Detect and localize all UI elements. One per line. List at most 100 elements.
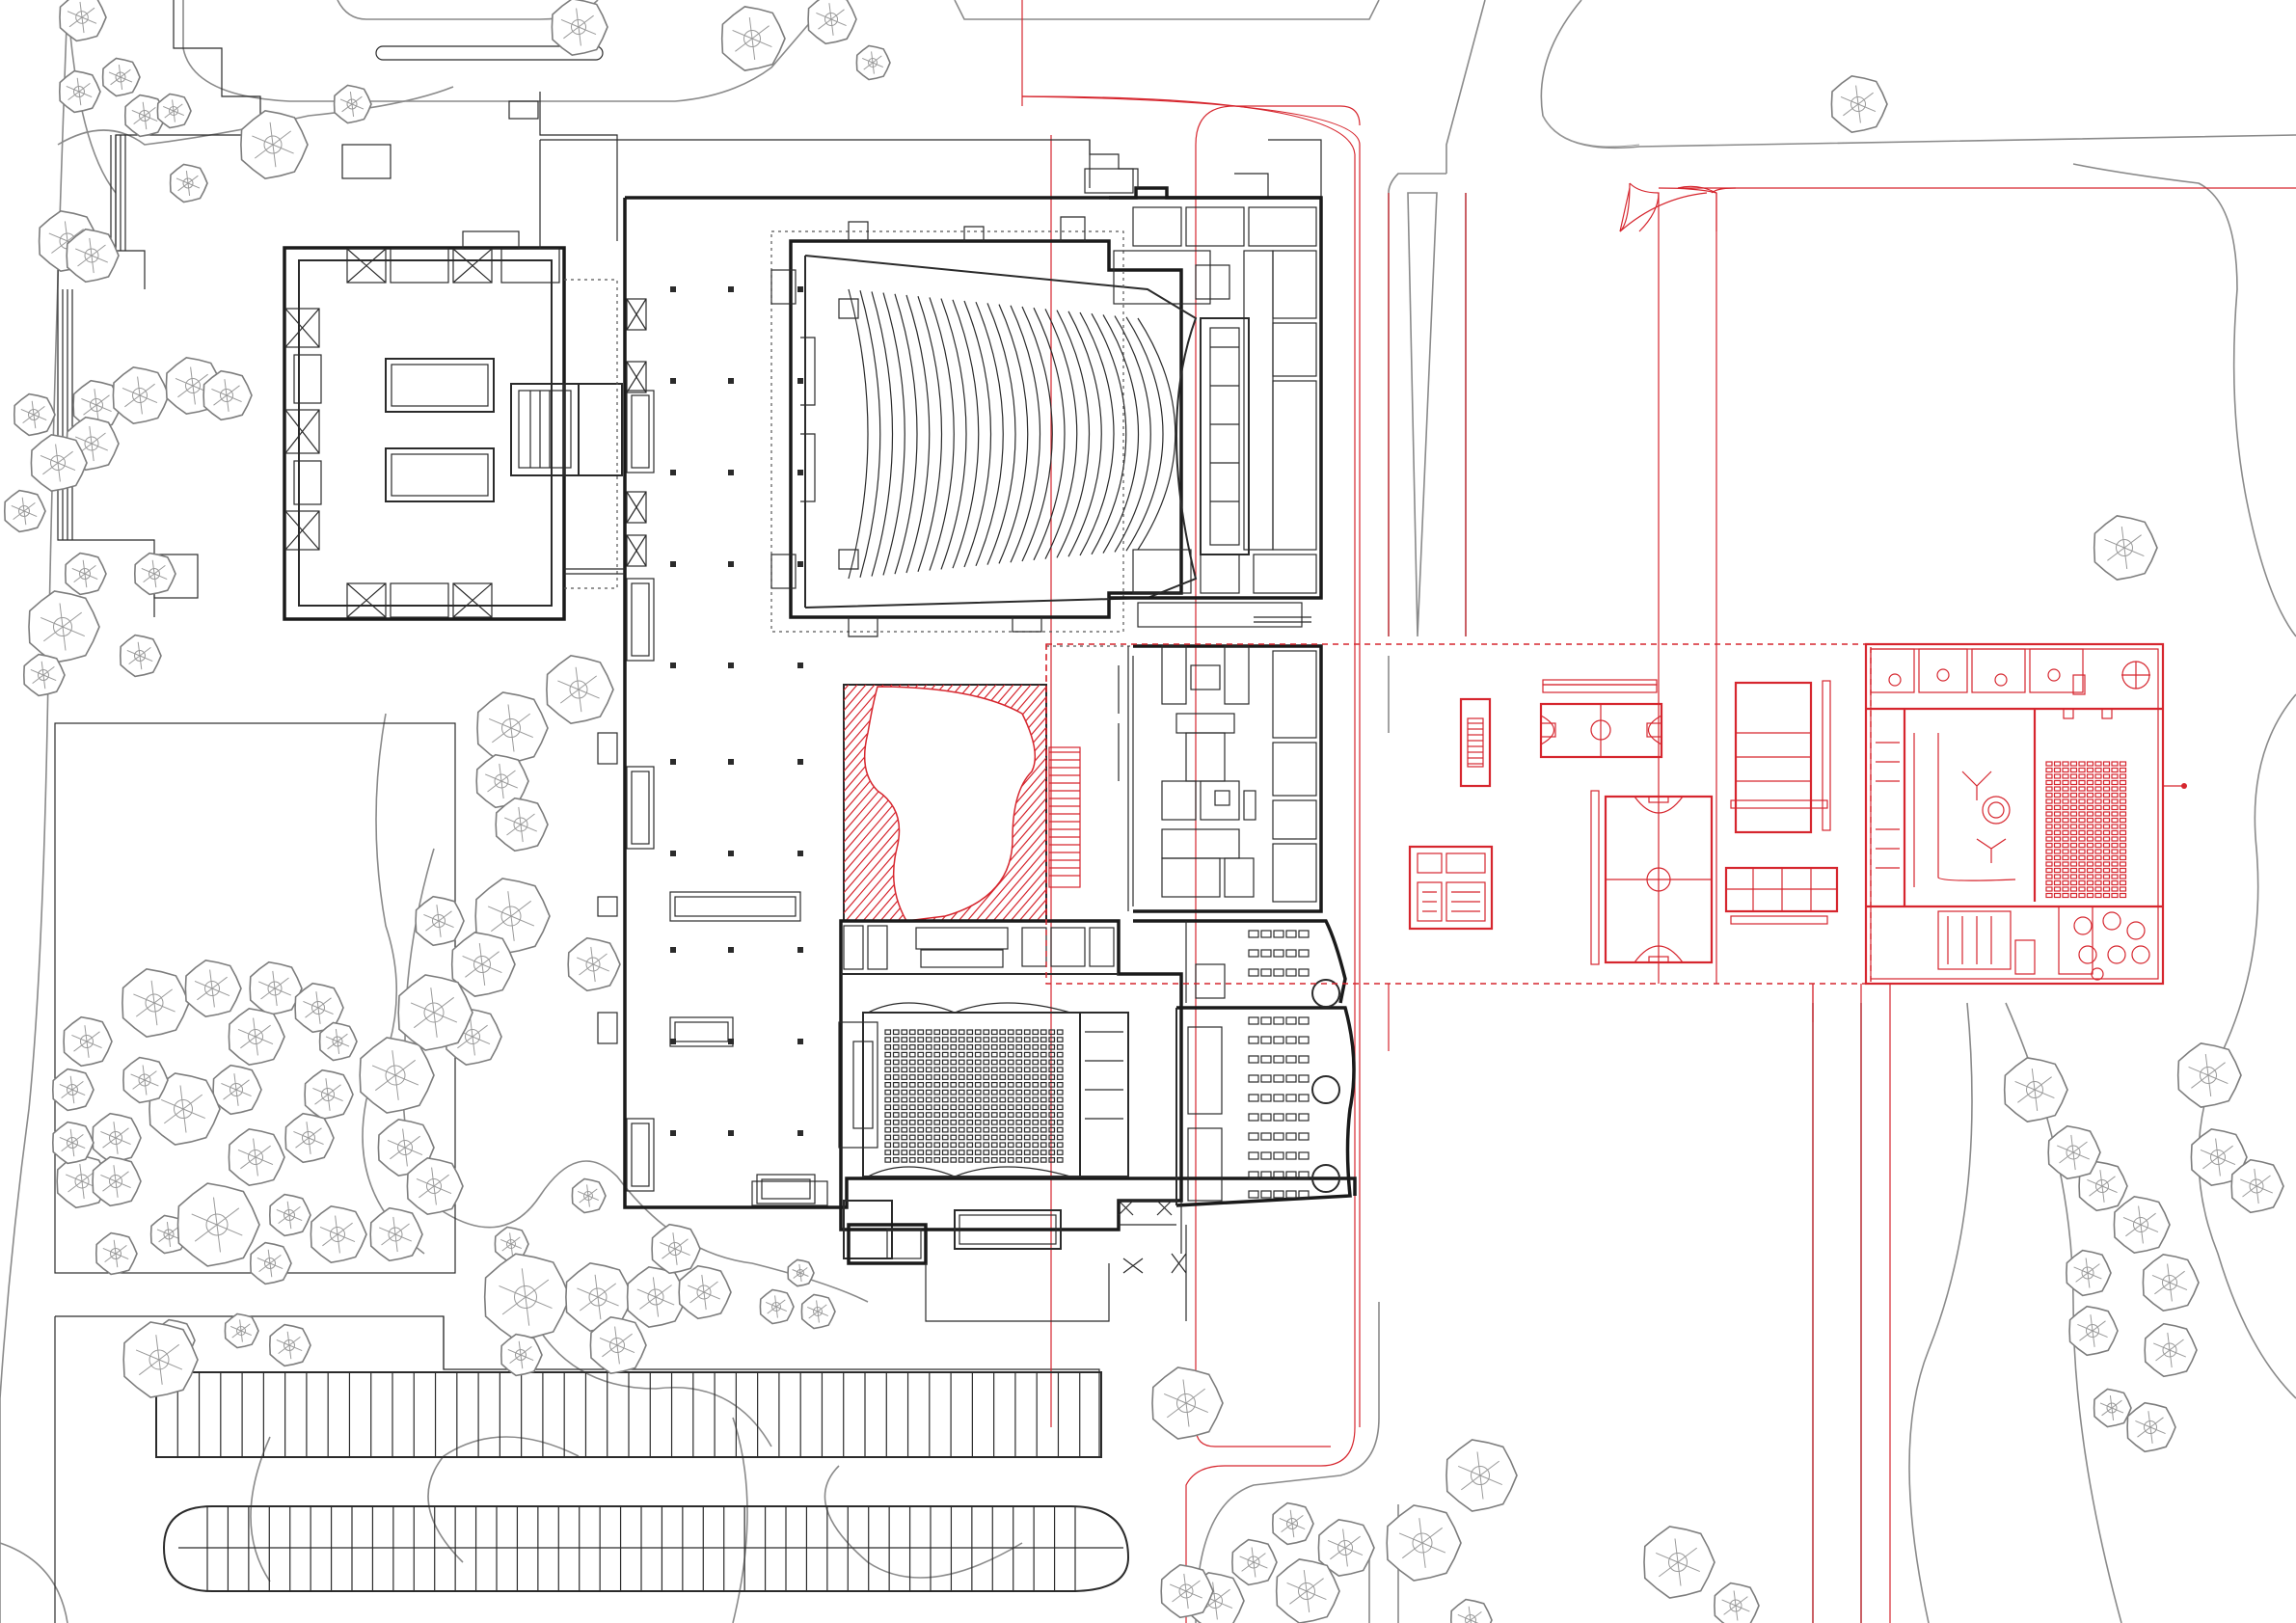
seat	[2094, 773, 2102, 779]
tree-icon	[212, 1064, 262, 1116]
desk	[1273, 949, 1284, 958]
seat	[2053, 836, 2062, 842]
seat	[966, 1037, 974, 1042]
desk	[1248, 968, 1259, 977]
seat	[2045, 867, 2053, 874]
hatch-line	[984, 848, 1046, 921]
seat	[2086, 804, 2094, 811]
seat	[892, 1051, 900, 1058]
seat	[1056, 1126, 1064, 1133]
seat	[1032, 1134, 1040, 1141]
seat	[1023, 1119, 1031, 1125]
seat	[901, 1104, 908, 1111]
tree-icon	[2144, 1322, 2198, 1378]
tree-icon	[224, 1312, 259, 1349]
seat	[2111, 854, 2119, 861]
seat-row	[940, 298, 967, 570]
seat	[901, 1134, 908, 1141]
seat	[908, 1096, 916, 1103]
seat-row	[929, 297, 955, 571]
seat	[1056, 1074, 1064, 1080]
seat	[1023, 1150, 1031, 1155]
seat	[2045, 842, 2053, 849]
desk	[1273, 1132, 1284, 1141]
seat	[941, 1104, 949, 1111]
seat	[990, 1059, 998, 1066]
tree-icon	[2068, 1305, 2119, 1357]
seat	[950, 1119, 958, 1125]
seat	[1040, 1029, 1047, 1036]
seat	[917, 1059, 925, 1066]
seat	[2086, 773, 2094, 779]
seat	[2078, 824, 2086, 829]
column	[797, 1130, 803, 1136]
seat	[2062, 798, 2069, 804]
seat	[1023, 1029, 1031, 1036]
seat	[2119, 824, 2127, 829]
seat	[2086, 854, 2094, 861]
small-theatre-seats	[884, 1029, 1064, 1163]
desk	[1285, 1036, 1297, 1044]
desk	[1248, 1113, 1259, 1122]
seat	[1023, 1126, 1031, 1133]
seat	[1007, 1074, 1014, 1080]
tree-icon	[13, 392, 56, 437]
column	[728, 561, 734, 567]
seat	[958, 1134, 965, 1141]
seat	[1048, 1081, 1056, 1088]
seat	[908, 1104, 916, 1111]
seat	[2069, 892, 2078, 899]
desk	[1273, 968, 1284, 977]
desk	[1285, 1113, 1297, 1122]
column	[797, 851, 803, 856]
seat	[908, 1156, 916, 1163]
seat	[958, 1029, 965, 1036]
seat	[958, 1089, 965, 1096]
seat-row	[859, 290, 881, 578]
tree-icon	[855, 44, 891, 81]
seat	[892, 1096, 900, 1103]
seat	[958, 1126, 965, 1133]
seat	[925, 1156, 932, 1163]
seat	[925, 1081, 932, 1088]
seat	[1048, 1142, 1056, 1149]
column	[670, 759, 676, 765]
tree-icon	[240, 110, 309, 179]
hatch-line	[1089, 685, 1291, 921]
seat	[908, 1037, 916, 1042]
seat	[2069, 792, 2078, 798]
seat	[884, 1029, 892, 1036]
seat	[1048, 1096, 1056, 1103]
seat	[983, 1067, 990, 1073]
seat	[2111, 767, 2119, 773]
seat	[892, 1142, 900, 1149]
parking-north	[155, 1371, 1102, 1458]
seat	[2053, 824, 2062, 829]
desk	[1298, 1113, 1310, 1122]
seat	[983, 1051, 990, 1058]
seat	[901, 1126, 908, 1133]
seat	[2119, 867, 2127, 874]
seat	[2094, 892, 2102, 899]
tree-icon	[2142, 1253, 2200, 1312]
seat	[1007, 1029, 1014, 1036]
seat	[2062, 861, 2069, 867]
desk	[1298, 1132, 1310, 1141]
seat	[892, 1104, 900, 1111]
tree-icon	[369, 1206, 423, 1262]
seat	[974, 1156, 982, 1163]
seat	[2045, 824, 2053, 829]
seat	[2062, 867, 2069, 874]
hatch-line	[637, 685, 840, 921]
seat	[1048, 1126, 1056, 1133]
seat	[990, 1029, 998, 1036]
seat	[2086, 779, 2094, 786]
seat	[1015, 1119, 1023, 1125]
seat	[2053, 854, 2062, 861]
seat	[925, 1126, 932, 1133]
red-garden-court	[637, 684, 1291, 922]
column-grid	[670, 286, 803, 1136]
tree-icon	[64, 552, 107, 596]
seat	[2078, 773, 2086, 779]
seat	[1007, 1150, 1014, 1155]
